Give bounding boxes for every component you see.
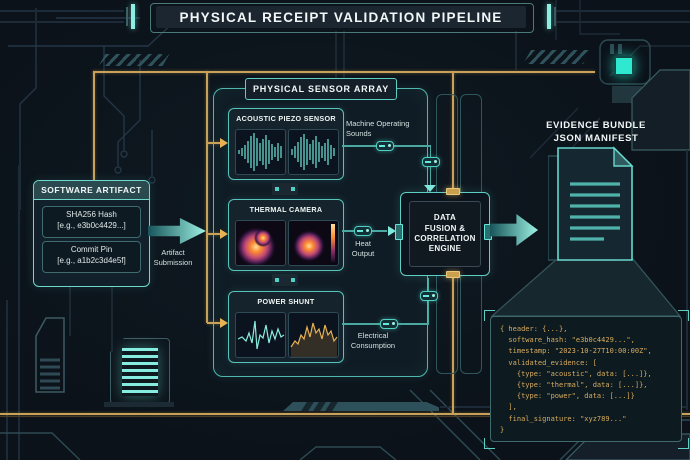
acoustic-waveform-icon [235, 129, 286, 175]
title-tick [547, 4, 551, 29]
command-arrowhead [220, 229, 228, 239]
feedback-line-top [93, 71, 595, 73]
feedback-line-from-engine [452, 277, 454, 414]
thermal-camera-box: THERMAL CAMERA [228, 199, 344, 271]
frame-line [556, 21, 690, 23]
manifest-line: } [500, 425, 505, 434]
connector-pill [420, 291, 438, 301]
connector-pill [422, 157, 440, 167]
bus-connector-icon [272, 183, 298, 195]
manifest-line: timestamp: "2023-10-27T10:00:00Z", [500, 347, 652, 356]
heatsink-chip-base [104, 402, 174, 407]
manifest-line: { header: {...}, [500, 325, 568, 333]
frame-line [6, 300, 8, 460]
command-line [207, 322, 221, 324]
bracket-corner [678, 438, 689, 449]
heatsink-chip-glow [122, 348, 158, 396]
title-frame [150, 3, 534, 33]
commit-pin-field: Commit Pin [e.g., a1b2c3d4e5f] [42, 241, 141, 273]
feedback-line-to-engine [452, 71, 454, 189]
frame-line [0, 10, 124, 12]
engine-pad [395, 224, 403, 240]
physical-sensor-array-header: PHYSICAL SENSOR ARRAY [245, 78, 397, 100]
thermal-camera-title: THERMAL CAMERA [249, 205, 323, 214]
title-tick [126, 7, 128, 26]
command-arrowhead [220, 318, 228, 328]
connector-pill [354, 226, 372, 236]
thermal-output-label: Heat Output [351, 239, 375, 258]
software-artifact-header: SOFTWARE ARTIFACT [34, 181, 149, 200]
artifact-submission-label: Artifact Submission [153, 248, 193, 267]
funnel-shape [490, 257, 682, 317]
thermal-image-icon [288, 220, 339, 266]
signal-arrowhead [388, 226, 396, 236]
software-artifact-panel: SOFTWARE ARTIFACT SHA256 Hash [e.g., e3b… [33, 180, 150, 287]
bracket-corner [678, 310, 689, 321]
page-title: PHYSICAL RECEIPT VALIDATION PIPELINE [156, 6, 526, 28]
glowing-chip [614, 56, 634, 76]
commit-pin-example: [e.g., a1b2c3d4e5f] [57, 255, 126, 265]
manifest-line: validated_evidence: [ [500, 358, 597, 367]
acoustic-piezo-sensor-box: ACOUSTIC PIEZO SENSOR [228, 108, 344, 180]
power-shunt-box: POWER SHUNT [228, 291, 344, 363]
power-output-label: Electrical Consumption [350, 331, 396, 350]
data-fusion-engine: DATA FUSION & CORRELATION ENGINE [409, 201, 481, 267]
manifest-line: final_signature: "xyz789..." [500, 414, 627, 423]
feedback-line-bottom [0, 413, 690, 415]
bracket-corner [484, 310, 495, 321]
engine-amber-pad [446, 271, 460, 278]
commit-pin-name: Commit Pin [70, 245, 113, 254]
power-graph-icon [288, 312, 339, 358]
sha256-hash-example: [e.g., e3b0c4429...] [57, 220, 126, 230]
evidence-bundle-title: EVIDENCE BUNDLE JSON MANIFEST [546, 120, 646, 144]
manifest-line: software_hash: "e3b0c4429...", [500, 336, 635, 345]
sha256-hash-field: SHA256 Hash [e.g., e3b0c4429...] [42, 206, 141, 238]
signal-arrowhead [424, 185, 436, 192]
title-tick [131, 4, 135, 29]
acoustic-output-label: Machine Operating Sounds [346, 119, 410, 138]
json-manifest-box: { header: {...}, software_hash: "e3b0c44… [490, 316, 682, 442]
command-arrowhead [220, 138, 228, 148]
feedback-line-to-sensors [206, 71, 208, 323]
acoustic-waveform-icon [288, 129, 339, 175]
acoustic-sensor-title: ACOUSTIC PIEZO SENSOR [236, 114, 336, 123]
feedback-line-shadow [0, 416, 690, 417]
power-shunt-title: POWER SHUNT [257, 297, 315, 306]
title-tick [554, 7, 556, 26]
manifest-line: {type: "thermal", data: [...]}, [500, 381, 648, 390]
command-line [207, 142, 221, 144]
json-manifest-document-icon [548, 146, 634, 261]
manifest-line: ], [500, 403, 517, 412]
hud-bar [283, 402, 439, 411]
manifest-line: {type: "acoustic", data: [...]}, [500, 369, 652, 378]
command-line [207, 233, 221, 235]
frame-line [556, 10, 690, 12]
bus-connector-icon [272, 274, 298, 286]
thermal-image-icon [235, 220, 286, 266]
manifest-line: {type: "power", data: [...]} [500, 392, 635, 401]
feedback-line-to-artifact [93, 71, 95, 181]
connector-pill [376, 141, 394, 151]
power-graph-icon [235, 312, 286, 358]
engine-amber-pad [446, 188, 460, 195]
frame-line [686, 150, 688, 410]
bracket-corner [484, 438, 495, 449]
sha256-hash-name: SHA256 Hash [66, 210, 117, 219]
frame-line [18, 165, 20, 460]
frame-line [0, 21, 124, 23]
signal-line-power [427, 278, 429, 324]
connector-pill [380, 319, 398, 329]
